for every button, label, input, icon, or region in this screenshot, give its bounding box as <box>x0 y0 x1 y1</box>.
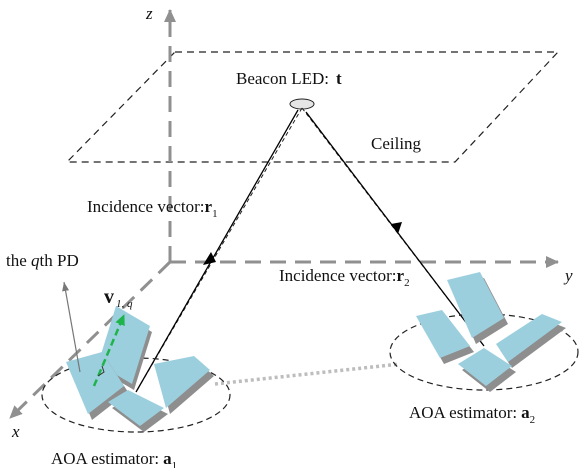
photodiode-panel <box>496 314 562 362</box>
pd-normal-vector <box>92 314 126 387</box>
x-axis <box>8 260 172 420</box>
photodiode-panel <box>108 390 164 426</box>
incidence-label-r2: Incidence vector:r2 <box>279 266 410 289</box>
beacon-led-icon <box>289 98 315 110</box>
photodiode-panel <box>447 272 504 338</box>
photodiode-panel <box>416 310 470 358</box>
incidence-label-r1: Incidence vector:r1 <box>87 197 218 220</box>
photodiode-panel <box>98 306 150 384</box>
incidence-arrow-r2 <box>391 222 402 234</box>
beacon-label: Beacon LED:t <box>236 69 342 88</box>
ceiling-label: Ceiling <box>371 134 422 153</box>
aoa-estimator-2-label: AOA estimator:a2 <box>409 403 535 426</box>
photodiode-panel <box>458 348 512 386</box>
photodiode-panel <box>154 356 210 408</box>
pd-label: the qth PD <box>6 251 79 270</box>
y-axis-label: y <box>563 266 573 285</box>
photodiode-panel <box>500 320 566 368</box>
ceiling-plane <box>65 51 560 163</box>
incidence-arrow-r1 <box>203 252 216 265</box>
coordinate-axes <box>8 9 559 420</box>
aoa-estimator-1 <box>41 306 231 433</box>
z-axis-label: z <box>145 4 153 23</box>
estimator-link <box>214 362 401 386</box>
incidence-vector-r1 <box>135 109 299 393</box>
aoa-estimator-2 <box>389 272 579 392</box>
x-axis-label: x <box>11 422 20 441</box>
pd-pointer <box>62 281 81 373</box>
right-angle-mark <box>97 365 105 377</box>
aoa-estimator-1-label: AOA estimator:a1 <box>51 449 177 468</box>
